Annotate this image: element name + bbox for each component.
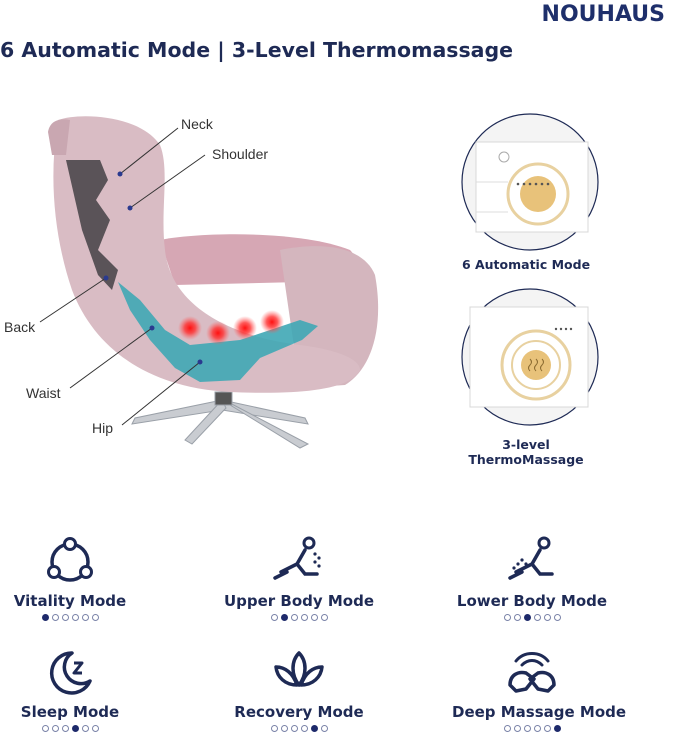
- label-waist: Waist: [26, 385, 61, 401]
- mode-recovery: Recovery Mode: [219, 645, 379, 732]
- page-title: 6 Automatic Mode | 3-Level Thermomassage: [0, 38, 514, 62]
- mode-name: Upper Body Mode: [223, 592, 375, 610]
- mode-indicator: [452, 725, 612, 732]
- panel-thermomassage-caption: 3-level ThermoMassage: [468, 437, 584, 467]
- mode-name: Vitality Mode: [13, 592, 127, 610]
- roller-track: [118, 282, 318, 382]
- mode-indicator: [0, 614, 150, 621]
- massage-chair-illustration: [39, 116, 379, 449]
- mode-name: Recovery Mode: [234, 703, 364, 721]
- label-hip: Hip: [92, 420, 114, 436]
- hands-massage-icon: [508, 652, 556, 693]
- mode-name: Sleep Mode: [20, 703, 120, 721]
- mode-name: Deep Massage Mode: [452, 703, 627, 721]
- panel-thermomassage-closeup: [461, 288, 599, 426]
- panel-auto-mode-closeup: [461, 113, 599, 251]
- lotus-icon: [274, 651, 324, 687]
- mode-name: Lower Body Mode: [456, 592, 608, 610]
- mode-indicator: [0, 725, 150, 732]
- mode-upper-body: Upper Body Mode: [219, 534, 379, 621]
- mode-deep-massage: Deep Massage Mode: [452, 645, 627, 732]
- cycle-icon: [47, 537, 93, 582]
- mode-sleep: Sleep Mode: [0, 645, 150, 732]
- mode-indicator: [452, 614, 612, 621]
- panel-auto-mode-caption: 6 Automatic Mode: [461, 257, 591, 272]
- moon-zzz-icon: [49, 651, 92, 695]
- label-shoulder: Shoulder: [212, 146, 269, 162]
- mode-indicator: [219, 614, 379, 621]
- chair-shell: [53, 116, 361, 393]
- label-neck: Neck: [181, 116, 213, 132]
- mode-indicator: [219, 725, 379, 732]
- mode-vitality: Vitality Mode: [0, 534, 150, 621]
- brand-logo: NOUHAUS: [541, 2, 665, 27]
- massage-frame-upper: [66, 160, 118, 290]
- label-back: Back: [4, 319, 36, 335]
- lower-body-recline-icon: [508, 536, 554, 580]
- upper-body-recline-icon: [273, 536, 321, 580]
- mode-lower-body: Lower Body Mode: [452, 534, 612, 621]
- chair-base: [131, 391, 310, 449]
